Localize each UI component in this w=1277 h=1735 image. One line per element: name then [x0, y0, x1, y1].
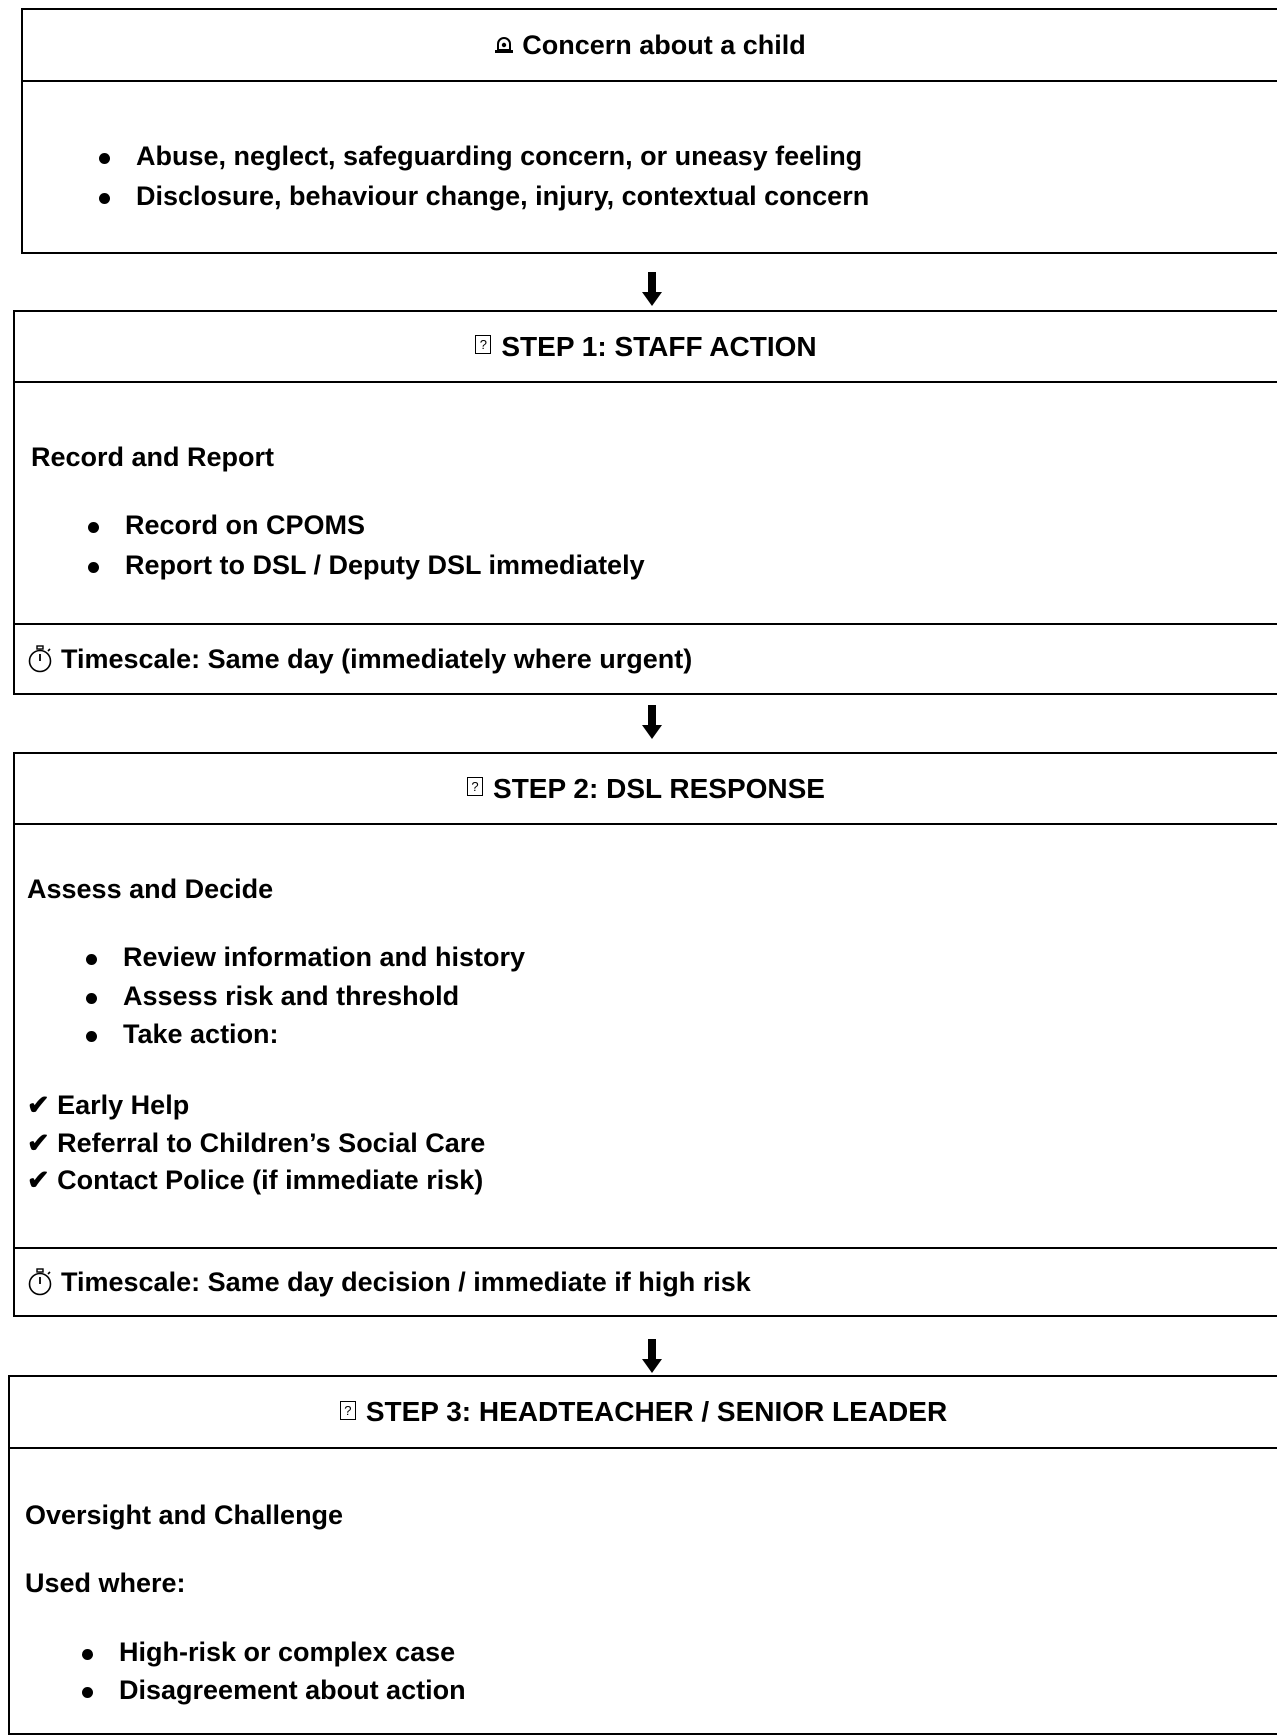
- step1-subtitle: Record and Report: [31, 442, 275, 472]
- step1-title: STEP 1: STAFF ACTION: [501, 330, 817, 362]
- step1-header: ? STEP 1: STAFF ACTION: [15, 312, 1277, 383]
- arrow-down-icon: [642, 272, 662, 306]
- stopwatch-icon: [28, 645, 52, 673]
- step1-bullet-1: Record on CPOMS: [88, 510, 365, 541]
- police-light-icon: [494, 30, 514, 61]
- concern-bullet-1: Abuse, neglect, safeguarding concern, or…: [99, 141, 862, 172]
- concern-bullet-2: Disclosure, behaviour change, injury, co…: [99, 181, 869, 212]
- step2-check-3: ✔ Contact Police (if immediate risk): [27, 1165, 484, 1195]
- missing-glyph-icon: ?: [339, 1400, 356, 1420]
- step2-check-1: ✔ Early Help: [27, 1090, 190, 1120]
- arrow-down-icon: [642, 705, 662, 739]
- step2-subtitle: Assess and Decide: [27, 874, 274, 904]
- step1-timescale: Timescale: Same day (immediately where u…: [15, 623, 1277, 693]
- step3-subtitle: Oversight and Challenge: [25, 1500, 344, 1530]
- concern-title: Concern about a child: [522, 29, 806, 60]
- step3-used-where: Used where:: [25, 1568, 186, 1598]
- step2-bullet-3: Take action:: [86, 1019, 279, 1050]
- step2-check-2: ✔ Referral to Children’s Social Care: [27, 1128, 486, 1158]
- step3-bullet-2: Disagreement about action: [82, 1675, 466, 1706]
- concern-box: Concern about a child Abuse, neglect, sa…: [21, 8, 1277, 254]
- step3-box: ? STEP 3: HEADTEACHER / SENIOR LEADER Ov…: [8, 1375, 1277, 1735]
- missing-glyph-icon: ?: [475, 335, 492, 354]
- step3-title: STEP 3: HEADTEACHER / SENIOR LEADER: [365, 1396, 948, 1427]
- step3-bullet-1: High-risk or complex case: [82, 1637, 455, 1668]
- missing-glyph-icon: ?: [467, 777, 484, 796]
- step1-bullet-2: Report to DSL / Deputy DSL immediately: [88, 550, 645, 581]
- stopwatch-icon: [28, 1268, 52, 1296]
- concern-header: Concern about a child: [23, 10, 1277, 82]
- step3-header: ? STEP 3: HEADTEACHER / SENIOR LEADER: [10, 1377, 1277, 1449]
- step2-box: ? STEP 2: DSL RESPONSE Assess and Decide…: [13, 752, 1277, 1317]
- step2-title: STEP 2: DSL RESPONSE: [493, 772, 825, 804]
- step2-header: ? STEP 2: DSL RESPONSE: [15, 754, 1277, 825]
- step2-bullet-1: Review information and history: [86, 942, 525, 973]
- arrow-down-icon: [642, 1339, 662, 1373]
- step1-timescale-text: Timescale: Same day (immediately where u…: [61, 643, 693, 674]
- step1-box: ? STEP 1: STAFF ACTION Record and Report…: [13, 310, 1277, 695]
- step2-timescale-text: Timescale: Same day decision / immediate…: [61, 1266, 751, 1297]
- step2-bullet-2: Assess risk and threshold: [86, 981, 459, 1012]
- step2-timescale: Timescale: Same day decision / immediate…: [15, 1247, 1277, 1315]
